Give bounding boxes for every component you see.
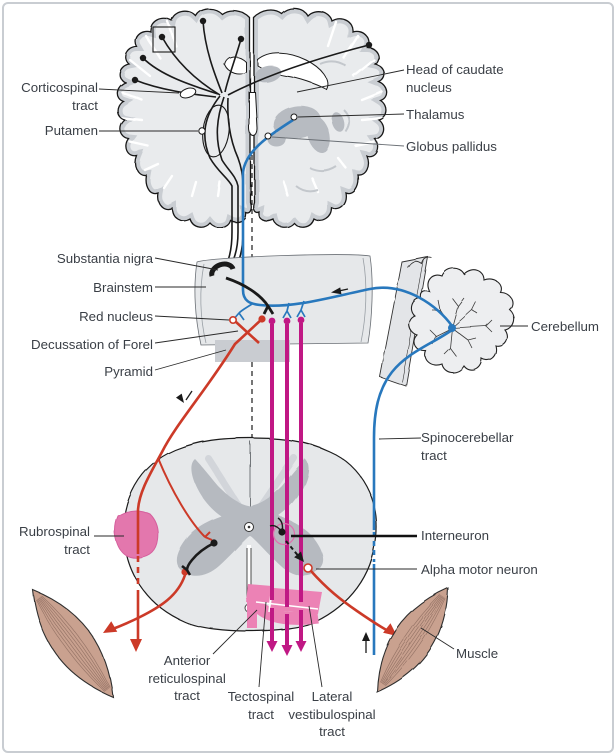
cerebellum-group [379, 256, 515, 387]
muscle-right [376, 587, 449, 693]
cortex-inset-box [152, 26, 176, 53]
substantia-nigra-blob [209, 261, 236, 277]
label-cerebellum: Cerebellum [531, 319, 599, 334]
cerebellar-nucleus-dot [448, 324, 456, 332]
label-brainstem: Brainstem [93, 280, 153, 295]
putamen-marker [198, 127, 206, 135]
interneurons [181, 517, 304, 576]
red-nucleus-dot [258, 315, 266, 323]
rubrospinal-system [109, 318, 391, 644]
label-interneuron: Interneuron [421, 528, 490, 543]
central-canal-dot [247, 525, 251, 529]
cerebellum-arbor [429, 297, 493, 357]
leader-lines [94, 69, 528, 688]
label-pyramid: Pyramid [104, 364, 153, 379]
pyramidal-cell-bodies [131, 17, 373, 84]
brainstem-block [194, 254, 373, 362]
internal-capsule-marker [179, 87, 197, 99]
left-hemisphere [116, 8, 252, 228]
rubrospinal-markers [103, 315, 397, 652]
thalamus-marker [290, 113, 298, 121]
muscle-left [32, 589, 114, 698]
arrow-left-icon [331, 287, 342, 295]
label-alpha-motor-neuron: Alpha motor neuron [421, 562, 538, 577]
cerebellar-peduncle [379, 256, 429, 387]
label-muscle: Muscle [456, 646, 499, 661]
interneuron-dot [278, 528, 286, 536]
label-thalamus: Thalamus [406, 107, 465, 122]
alpha-motor-neuron-circle [303, 563, 313, 573]
flocculus-curl [407, 257, 433, 269]
leader-end-markers [198, 113, 298, 140]
label-globus-pallidus: Globus pallidus [406, 139, 497, 154]
rubrospinal-tract-area [114, 510, 159, 559]
label-substantia-nigra: Substantia nigra [56, 251, 153, 266]
cerebellum-body [408, 267, 515, 374]
interneuron-halo [272, 522, 296, 546]
arrow-up-icon [362, 632, 370, 641]
label-red-nucleus: Red nucleus [79, 309, 153, 324]
substantia-nigra-path [209, 261, 275, 315]
arrow-down-left-icon [175, 393, 184, 403]
red-nucleus-circle [229, 315, 238, 324]
globus-pallidus-marker [264, 132, 272, 140]
basal-ganglia-nuclei [255, 65, 345, 153]
medial-descending-tracts [270, 323, 303, 648]
label-decussation-of-forel: Decussation of Forel [31, 337, 153, 352]
medial-tract-arrowheads [266, 316, 307, 656]
label-putamen: Putamen [44, 123, 98, 138]
direction-arrows [175, 287, 370, 653]
